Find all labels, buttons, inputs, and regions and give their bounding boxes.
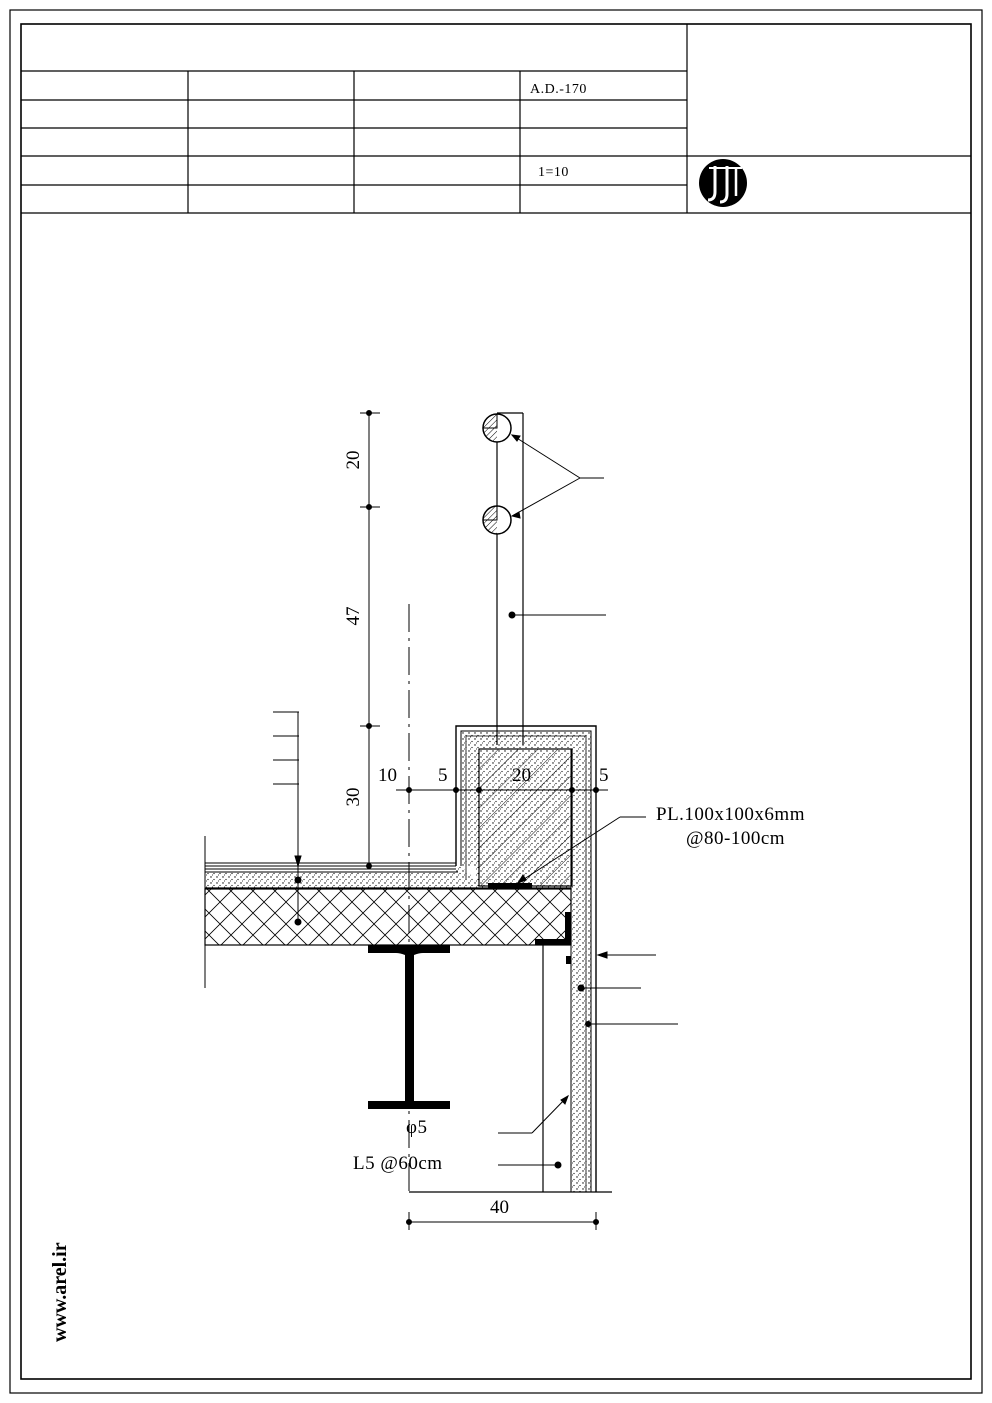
dim-parapet-width: 20 bbox=[512, 765, 531, 786]
roof-slab bbox=[204, 888, 572, 946]
angle-label: L5 @60cm bbox=[353, 1153, 443, 1174]
handrail-middle bbox=[482, 505, 512, 535]
handrail-top bbox=[482, 413, 512, 443]
vertical-dimension-line bbox=[360, 410, 380, 869]
parapet bbox=[455, 725, 597, 1192]
rod-label: φ5 bbox=[406, 1117, 427, 1138]
roof-layer-leader bbox=[273, 711, 302, 926]
website-link[interactable]: www.arel.ir bbox=[49, 1242, 71, 1342]
plate-spacing-label: @80-100cm bbox=[686, 828, 785, 849]
dim-wall-gap-left: 5 bbox=[438, 765, 448, 786]
steel-i-beam bbox=[368, 945, 450, 1109]
steel-angle bbox=[535, 912, 571, 945]
overall-dimension-line bbox=[406, 1212, 599, 1230]
title-block bbox=[21, 24, 971, 214]
plate-leader bbox=[516, 816, 646, 884]
rail-leaders bbox=[508, 434, 606, 619]
hanger-rod bbox=[409, 945, 612, 1193]
wall-layer-leaders bbox=[577, 951, 678, 1027]
railing-post bbox=[496, 412, 524, 745]
plate-label: PL.100x100x6mm bbox=[656, 804, 805, 825]
dim-left-offset: 10 bbox=[378, 765, 397, 786]
inner-border bbox=[20, 23, 972, 1380]
horizontal-dimension-line bbox=[396, 787, 608, 793]
steel-plate bbox=[488, 883, 532, 889]
dim-wall-gap-right: 5 bbox=[599, 765, 609, 786]
dim-parapet-height: 30 bbox=[343, 788, 364, 807]
rod-clip bbox=[566, 956, 571, 964]
outer-border bbox=[9, 9, 983, 1394]
dim-overall-width: 40 bbox=[490, 1197, 509, 1218]
drawing-code: A.D.-170 bbox=[530, 82, 587, 97]
drawing-scale: 1=10 bbox=[538, 165, 569, 180]
rod-angle-leaders bbox=[498, 1094, 569, 1169]
dim-rail-spacing: 20 bbox=[343, 451, 364, 470]
dim-post-height: 47 bbox=[343, 607, 364, 626]
arel-logo-icon bbox=[699, 159, 747, 207]
